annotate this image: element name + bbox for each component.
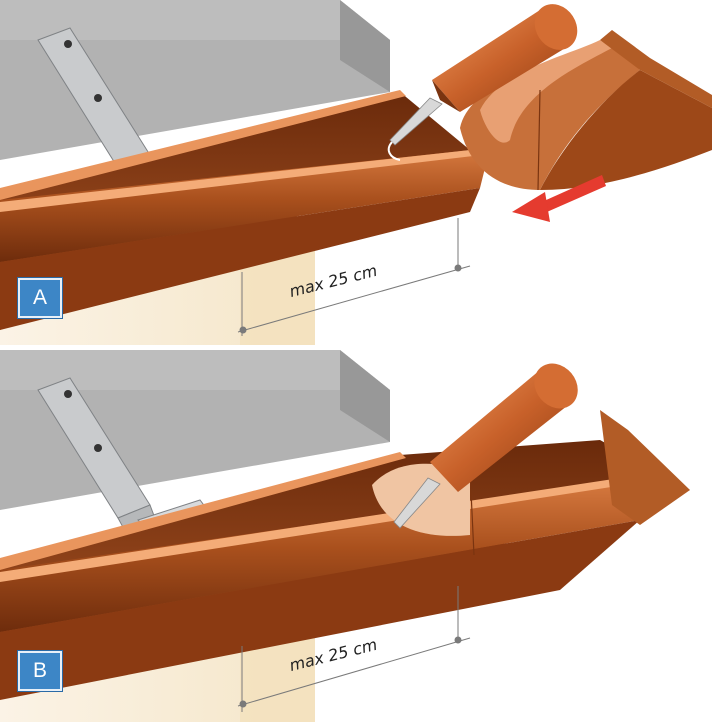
sealant-cartridge-icon bbox=[393, 363, 578, 529]
panel-a: A max 25 cm bbox=[0, 0, 712, 345]
sealant-cartridge-icon bbox=[387, 4, 578, 161]
panel-label-b: B bbox=[18, 651, 62, 691]
panel-a-illustration bbox=[0, 0, 712, 345]
dimension-line bbox=[237, 218, 471, 336]
panel-b: B max 25 cm bbox=[0, 350, 712, 722]
panel-b-illustration bbox=[0, 350, 690, 722]
gutter-end-piece bbox=[460, 30, 712, 191]
gutter-channel bbox=[0, 90, 490, 330]
dimension-line bbox=[237, 586, 471, 712]
gutter-channel bbox=[0, 410, 690, 700]
push-direction-arrow bbox=[512, 175, 606, 222]
panel-label-a: A bbox=[18, 278, 62, 318]
